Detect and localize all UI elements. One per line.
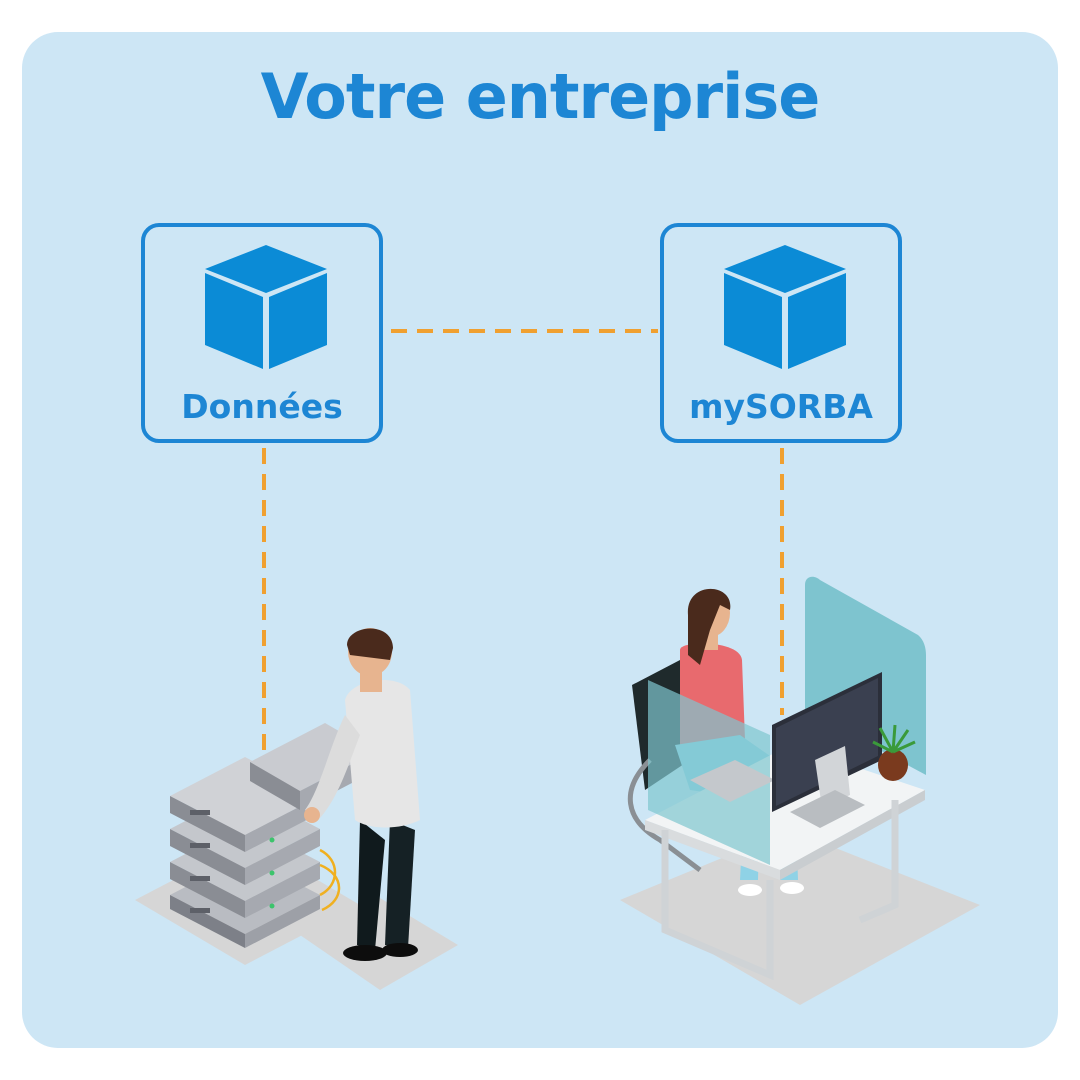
- office-worker-illustration: [620, 576, 980, 1005]
- node-mysorba: mySORBA: [660, 223, 902, 443]
- cube-icon: [205, 245, 327, 369]
- keyboard-icon: [690, 760, 775, 802]
- node-donnees: Données: [141, 223, 383, 443]
- technician-figure: [304, 628, 420, 961]
- server-technician-illustration: [135, 628, 458, 990]
- diagram-title: Votre entreprise: [260, 60, 821, 133]
- plant-icon: [872, 724, 916, 781]
- node-label-mysorba: mySORBA: [689, 387, 873, 426]
- server-rack-icon: [170, 723, 375, 948]
- cube-icon: [724, 245, 846, 369]
- monitor-icon: [772, 672, 882, 828]
- node-label-donnees: Données: [181, 387, 343, 426]
